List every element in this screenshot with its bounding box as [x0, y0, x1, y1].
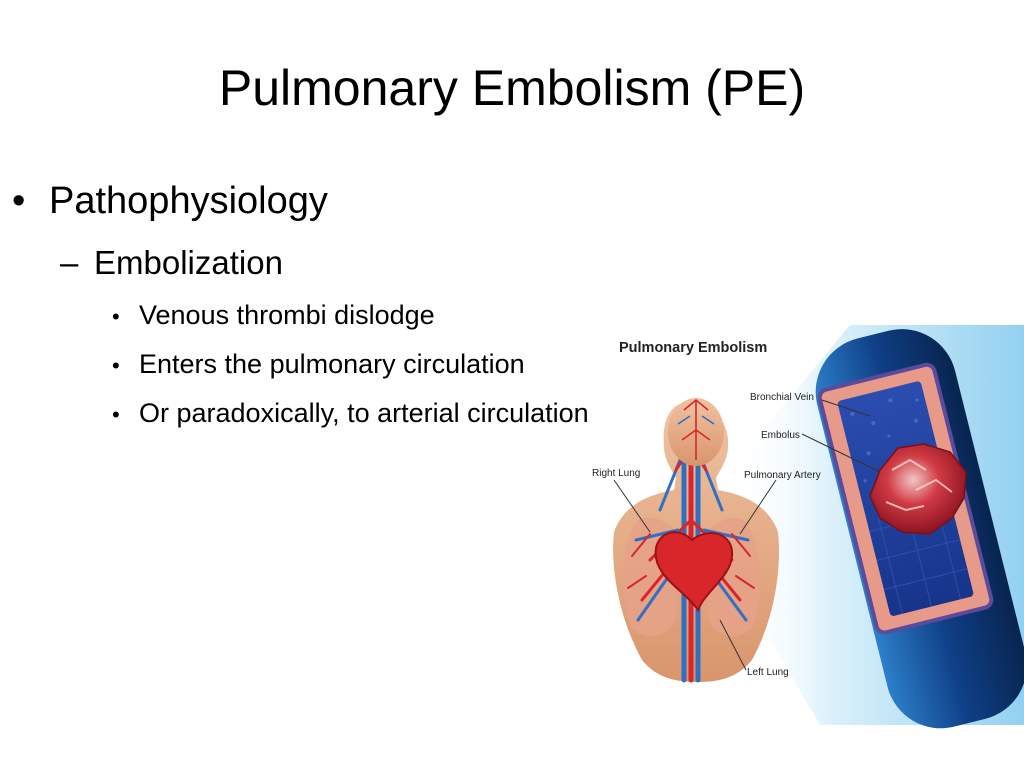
embolus-clot — [869, 443, 967, 535]
bullet-text: Pathophysiology — [49, 180, 328, 222]
illustration-graphic — [613, 325, 1024, 729]
bullet-level2: –Embolization — [60, 244, 283, 282]
label-bronchial-vein: Bronchial Vein — [750, 392, 814, 403]
label-leader-lines — [613, 399, 881, 671]
bullet-marker: • — [112, 304, 120, 329]
bullet-text: Enters the pulmonary circulation — [139, 349, 525, 379]
label-embolus: Embolus — [761, 430, 800, 441]
bullet-text: Embolization — [94, 244, 283, 281]
slide-title: Pulmonary Embolism (PE) — [218, 60, 806, 116]
bullet-level3: • Venous thrombi dislodge — [112, 300, 435, 331]
dash-marker: – — [60, 244, 79, 281]
illustration-title: Pulmonary Embolism — [619, 340, 768, 356]
bullet-level3: • Enters the pulmonary circulation — [112, 349, 525, 380]
bullet-marker: • — [112, 353, 120, 378]
bullet-marker: • — [12, 180, 26, 222]
bullet-marker: • — [112, 402, 120, 427]
pulmonary-embolism-illustration: Pulmonary Embolism Bronchial Vein Embolu… — [580, 320, 1024, 730]
bullet-text: Venous thrombi dislodge — [139, 300, 435, 330]
bullet-level1: • Pathophysiology — [12, 180, 328, 223]
heart — [654, 531, 734, 613]
label-pulmonary-artery: Pulmonary Artery — [744, 470, 821, 481]
bullet-level3: • Or paradoxically, to arterial circulati… — [112, 398, 589, 429]
label-left-lung: Left Lung — [747, 667, 789, 678]
bullet-text: Or paradoxically, to arterial circulatio… — [139, 398, 589, 428]
label-right-lung: Right Lung — [592, 468, 641, 479]
